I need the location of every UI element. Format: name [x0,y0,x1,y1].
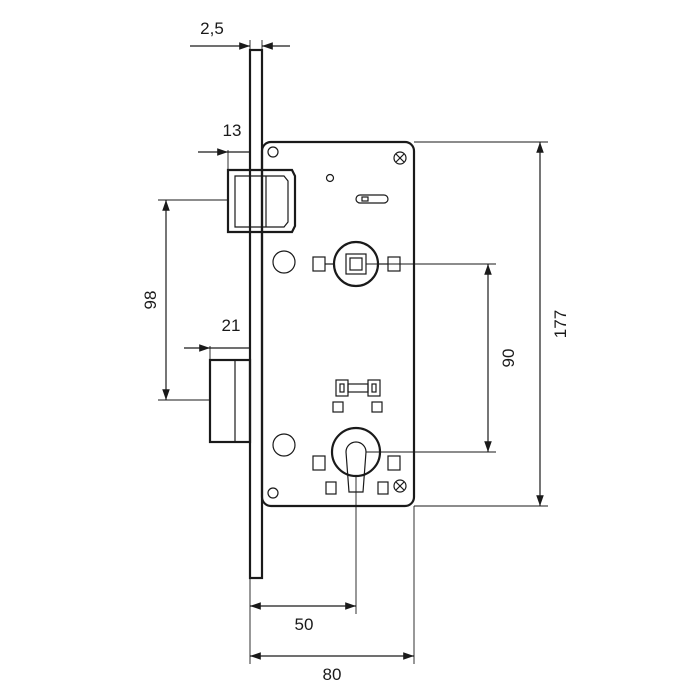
dead-bolt [208,346,252,444]
dim-label-bolt-projection: 21 [222,316,241,335]
dim-label-latch-projection: 13 [223,121,242,140]
dim-label-handle-to-cylinder: 90 [499,349,518,368]
mounting-hole [272,250,296,274]
screw-icon [393,151,407,165]
pin-hole [325,173,335,183]
faceplate [248,48,264,580]
dim-label-backset: 50 [295,615,314,634]
latch-bolt [226,150,297,234]
slot [355,194,389,204]
screw-icon [267,487,279,499]
dim-label-latch-to-bolt: 98 [141,291,160,310]
dim-label-case-depth: 80 [323,665,342,684]
screw-icon [393,479,407,493]
dim-label-faceplate-thickness: 2,5 [200,19,224,38]
dim-label-case-height: 177 [551,310,570,338]
lock-case [260,140,416,508]
screw-icon [267,146,279,158]
mounting-hole [272,433,296,457]
cylinder-hole [312,379,401,495]
dimension-lines [162,42,544,660]
extension-lines [158,40,548,664]
